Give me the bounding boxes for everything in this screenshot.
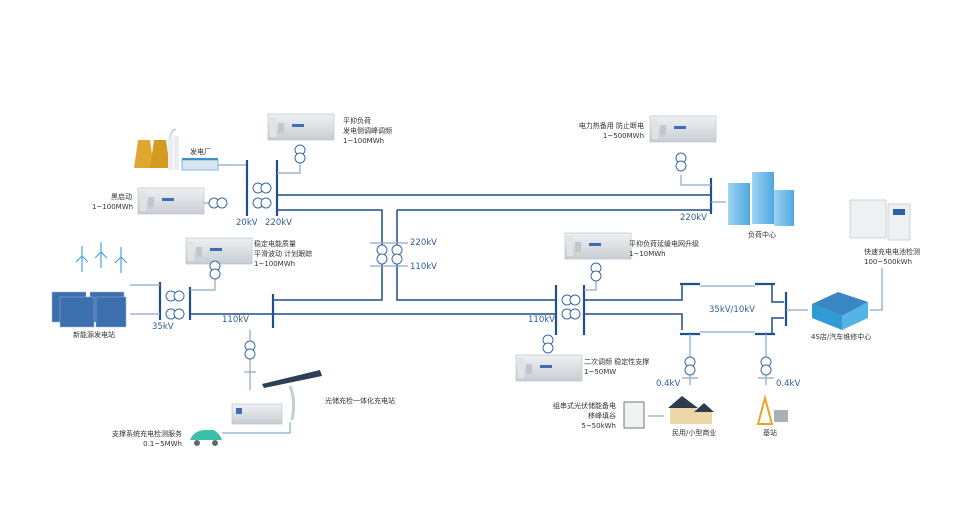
fast-charger-icon (849, 199, 911, 241)
hot-standby-container-icon (649, 115, 717, 143)
service-center-icon (812, 292, 868, 330)
ev-car-icon (190, 430, 222, 446)
base-station-tower-icon (756, 394, 788, 425)
hot-standby-label: 电力热备用 防止断电 1~500MWh (578, 122, 644, 140)
bus-lines (130, 160, 883, 434)
freq-reg-container-icon (515, 354, 583, 382)
residential-label: 民用/小型商业 (672, 429, 717, 437)
voltage-0.4kv-right-label: 0.4kV (776, 379, 801, 389)
power-quality-container-icon (185, 237, 253, 265)
pv-charging-label: 光储充检一体化充电站 (325, 397, 395, 405)
grid-upgrade-label: 平抑负荷延缓电网升级 1~10MWh (629, 240, 699, 258)
renewable-station-label: 新能源发电站 (73, 331, 115, 339)
voltage-220kv-right-label: 220kV (680, 213, 707, 223)
power-plant-label: 发电厂 (190, 148, 211, 156)
freq-reg-label: 二次调频 稳定性支撑 1~50MW (584, 358, 650, 376)
voltage-35kv-label: 35kV (152, 322, 174, 332)
voltage-110kv-mid-label: 110kV (410, 262, 437, 272)
voltage-220kv-mid-label: 220kV (410, 238, 437, 248)
peak-shaving-container-icon (267, 113, 335, 141)
voltage-20kv-label: 20kV (236, 218, 258, 228)
service-center-label: 4S店/汽车维修中心 (811, 333, 872, 341)
fast-charge-label: 快速充电电池检测 100~500kWh (864, 248, 920, 266)
transformer-symbols (165, 144, 772, 376)
power-quality-label: 稳定电能质量 平滑波动 计划跟踪 1~100MWh (254, 240, 313, 268)
voltage-35kv-10kv-label: 35kV/10kV (709, 305, 755, 315)
voltage-110kv-right-label: 110kV (528, 315, 555, 325)
solar-panels-icon (51, 291, 127, 328)
load-center-label: 负荷中心 (748, 231, 776, 239)
ev-service-label: 支撑系统充电检测服务 0.1~5MWh (112, 430, 182, 448)
string-pv-label: 组串式光伏储能备电 移峰填谷 5~50kWh (553, 402, 616, 430)
wind-turbines-icon (75, 242, 128, 273)
voltage-0.4kv-left-label: 0.4kV (656, 379, 681, 389)
grid-upgrade-container-icon (564, 232, 632, 260)
load-center-buildings-icon (728, 172, 794, 226)
base-station-label: 基站 (763, 429, 777, 437)
power-plant-icon (134, 128, 219, 171)
peak-shaving-label: 平抑负荷 发电侧调峰调频 1~100MWh (343, 117, 392, 145)
residential-house-icon (668, 396, 714, 424)
voltage-110kv-left-label: 110kV (222, 315, 249, 325)
pv-charging-station-icon (231, 370, 322, 425)
black-start-container-icon (137, 187, 205, 215)
black-start-label: 黑启动 1~100MWh (92, 193, 134, 211)
string-pv-inverter-icon (623, 401, 645, 429)
voltage-220kv-left-label: 220kV (265, 218, 292, 228)
